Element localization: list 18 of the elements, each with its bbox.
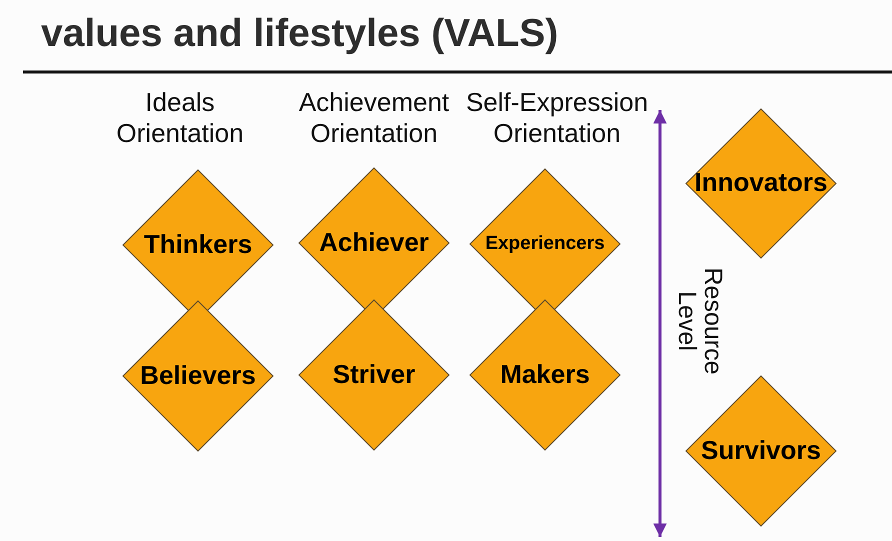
diamond-node [470,300,620,450]
slide-title: values and lifestyles (VALS) [41,11,558,56]
diamond-node [299,300,449,450]
segment-label: Achiever [319,228,429,258]
column-header: Ideals Orientation [115,87,245,149]
column-header: Self-Expression Orientation [464,87,650,149]
segment-label: Innovators [694,168,828,198]
diamond-node [686,108,836,258]
segment-label: Makers [500,360,590,390]
diamond-node [686,376,836,526]
segment-label: Experiencers [485,233,605,255]
segment-label: Striver [332,360,416,390]
segment-label: Survivors [701,436,821,466]
segment-label: Thinkers [144,230,252,260]
segment-label: Believers [140,361,256,391]
column-header: Achievement Orientation [298,87,450,149]
axis-label: Resource Level [674,266,726,376]
diamond-node [123,301,273,451]
